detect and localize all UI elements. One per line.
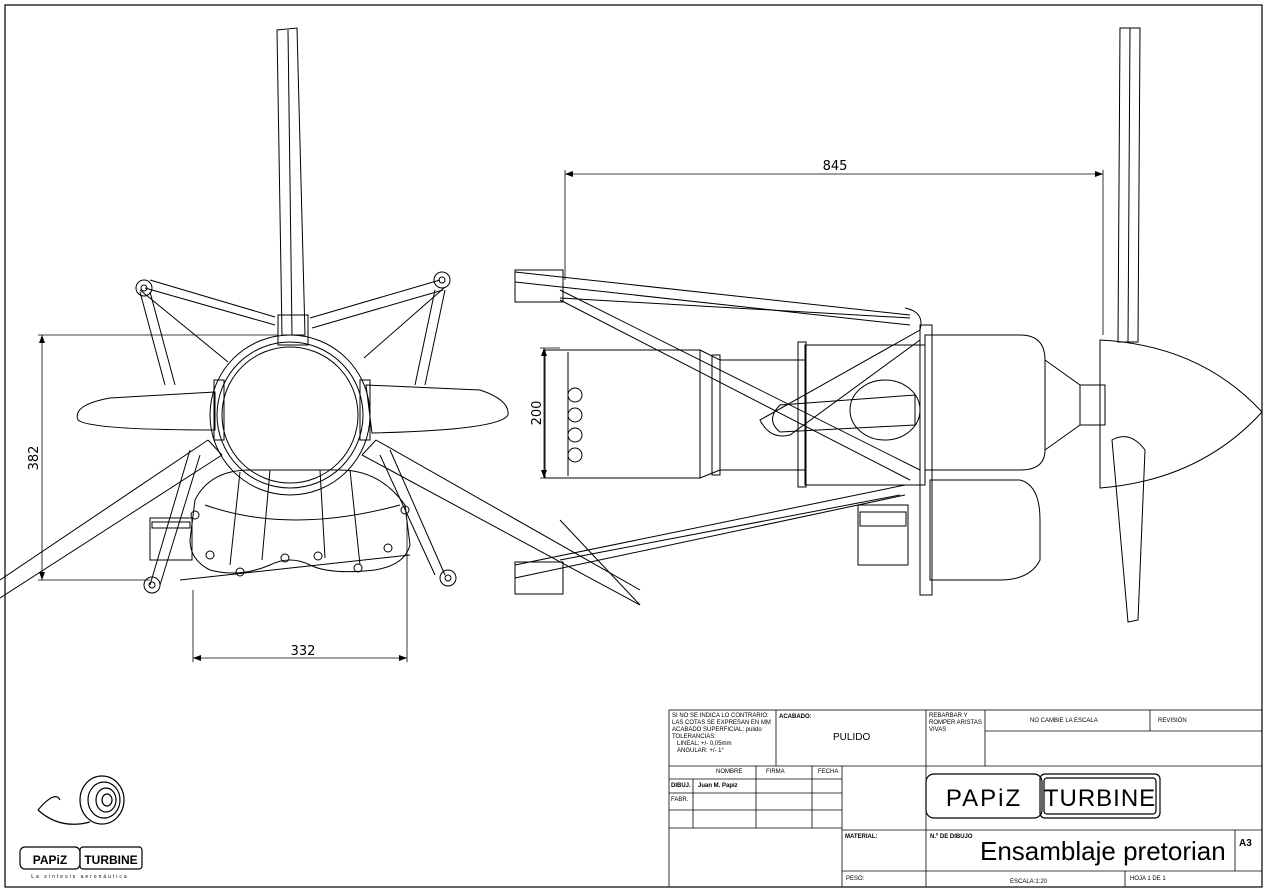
- title-block-grid: [668, 709, 1263, 888]
- finish-value: PULIDO: [833, 732, 871, 743]
- front-view: [0, 27, 641, 606]
- material-label: MATERIAL:: [845, 834, 878, 840]
- drawing-title: Ensamblaje pretorian: [980, 836, 1226, 866]
- title-brand-right-text: TURBINE: [1044, 785, 1156, 812]
- weight-label: PESO:: [846, 876, 865, 882]
- dimension-diameter: 200: [530, 401, 545, 426]
- sheet-border: [4, 4, 1263, 888]
- dimension-height: 382: [27, 446, 42, 471]
- scale: ESCALA:1:20: [1010, 879, 1048, 885]
- drawing-number-label: N.º DE DIBUJO: [930, 834, 973, 840]
- sheet-size: A3: [1239, 838, 1252, 849]
- header-signature: FIRMA: [766, 769, 785, 775]
- deburr-note: REBARBAR Y ROMPER ARISTAS VIVAS: [929, 713, 982, 733]
- finish-label: ACABADO:: [779, 714, 812, 720]
- front-view-dimensions: [38, 334, 408, 662]
- side-view: [514, 27, 1263, 623]
- title-block-brand-logo: [925, 773, 1161, 819]
- brand-left-text: PAPiZ: [33, 853, 67, 867]
- brand-tagline: La síntesis aeronáutica: [31, 874, 128, 880]
- general-notes: SI NO SE INDICA LO CONTRARIO: LAS COTAS …: [672, 713, 771, 754]
- brand-right-text: TURBINE: [84, 853, 137, 867]
- swirl-logo-icon: [37, 775, 125, 825]
- header-name: NOMBRE: [716, 769, 743, 775]
- drawn-by: Juan M. Papiz: [698, 783, 738, 789]
- revision-label: REVISIÓN: [1158, 718, 1187, 724]
- no-scale-note: NO CAMBIE LA ESCALA: [1030, 718, 1098, 724]
- header-date: FECHA: [818, 769, 839, 775]
- title-brand-left-text: PAPiZ: [946, 785, 1022, 812]
- dimension-width: 332: [291, 644, 316, 659]
- drawn-label: DIBUJ.: [671, 783, 691, 789]
- manufactured-label: FABR.: [671, 797, 689, 803]
- brand-logo-left: [19, 846, 143, 870]
- side-view-dimensions: [540, 170, 1104, 479]
- sheet-number: HOJA 1 DE 1: [1130, 876, 1166, 882]
- dimension-overall-length: 845: [823, 159, 848, 174]
